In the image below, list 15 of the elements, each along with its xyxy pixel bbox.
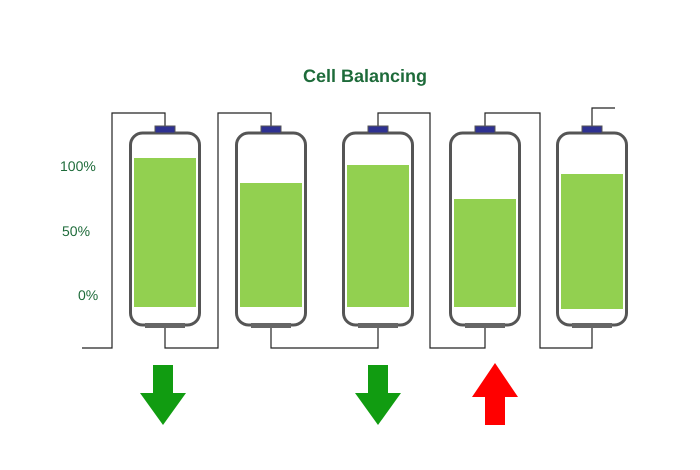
title: Cell Balancing — [302, 66, 428, 87]
battery-cell — [449, 126, 521, 328]
wire — [164, 112, 272, 349]
wire — [270, 328, 379, 349]
wire — [591, 107, 615, 126]
battery-cell — [342, 126, 414, 328]
battery-cell — [129, 126, 201, 328]
wire — [484, 112, 593, 349]
scale-label: 100% — [60, 158, 96, 174]
wire — [377, 112, 486, 349]
scale-label: 0% — [78, 287, 98, 303]
wire — [82, 112, 166, 349]
battery-cell — [556, 126, 628, 328]
scale-label: 50% — [62, 223, 90, 239]
battery-cell — [235, 126, 307, 328]
